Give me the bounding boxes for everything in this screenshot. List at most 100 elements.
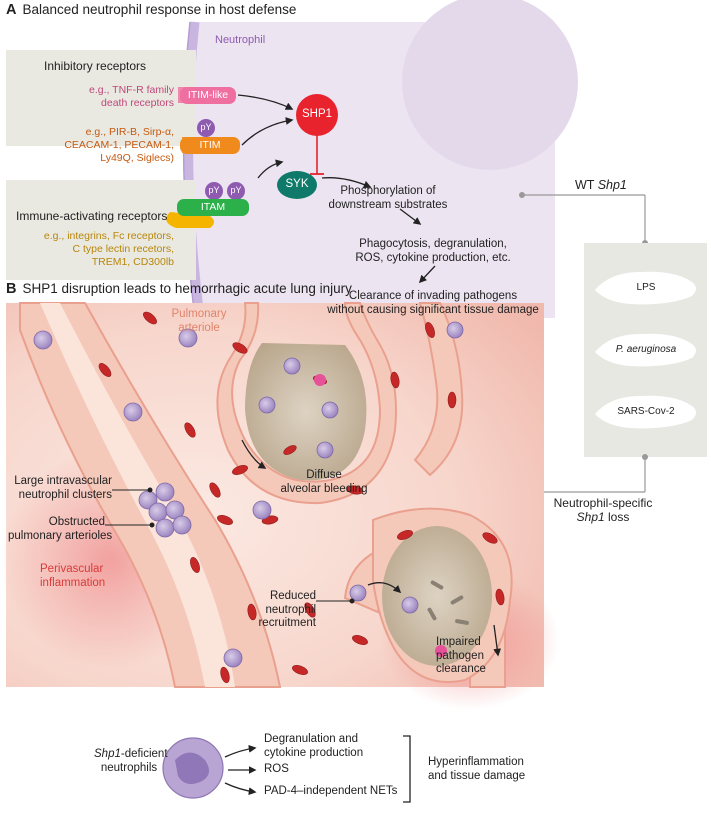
nsl-line-2: Shp1 loss — [548, 509, 658, 525]
ic-line-2: pathogen — [436, 649, 484, 662]
wt-shp1-label: WT Shp1 — [575, 178, 627, 192]
inhibitory-title: Inhibitory receptors — [44, 59, 147, 73]
db-line-2: alveolar bleeding — [280, 482, 368, 495]
step3-line-1: Clearance of invading pathogens — [348, 290, 518, 302]
pa-line-1: Pulmonary — [171, 308, 227, 320]
upper-alveolus — [216, 302, 397, 505]
panel-a-heading: Balanced neutrophil response in host def… — [22, 2, 297, 17]
panel-a-letter: A — [6, 2, 17, 18]
ic-line-3: clearance — [436, 663, 486, 675]
perivascular-label: Perivascular inflammation — [40, 563, 105, 590]
inh-ex-2-line-2: CEACAM-1, PECAM-1, — [64, 139, 174, 151]
obstructed-label: Obstructed pulmonary arterioles — [8, 516, 113, 543]
mouse-sars-cov-2: SARS-Cov-2 — [617, 406, 675, 417]
inh-ex-1-line-2: death receptors — [101, 97, 174, 109]
pulmonary-arteriole-label: Pulmonary arteriole — [164, 307, 234, 335]
shp1-node — [296, 94, 338, 136]
reduced-recruitment-label: Reduced neutrophil recruitment — [246, 590, 316, 631]
syk-node — [277, 171, 317, 199]
itam-ligand — [166, 212, 214, 228]
step3-line-2: without causing significant tissue damag… — [327, 304, 539, 316]
rr-line-2: neutrophil — [265, 603, 316, 616]
py-itim — [197, 119, 215, 137]
itim-like-receptor: ITIM-like — [180, 87, 236, 104]
inh-ex-2-line-3: Ly49Q, Siglecs) — [100, 152, 174, 164]
activating-panel — [6, 180, 196, 280]
py-itim-label: pY — [200, 122, 212, 132]
mouse-lps: LPS — [636, 282, 656, 293]
lc-line-2: neutrophil clusters — [18, 488, 112, 501]
neutrophil-specific-loss-label: Neutrophil-specific Shp1 loss — [548, 496, 658, 525]
py-itam-1 — [205, 182, 223, 200]
inhibitory-examples-2: e.g., PIR-B, Sirp-α, CEACAM-1, PECAM-1, … — [50, 126, 174, 165]
leader-lines — [105, 487, 355, 604]
step-phosphorylation: Phosphorylation of downstream substrates — [318, 184, 458, 212]
signaling-arrows — [237, 94, 436, 284]
bacteria — [427, 580, 469, 625]
dn-line-2: neutrophils — [100, 761, 158, 774]
right-vessel — [413, 302, 464, 477]
nsl-line-1: Neutrophil-specific — [553, 496, 653, 510]
deficient-neutrophil — [162, 737, 224, 799]
dn-line-1: Shp1-deficient — [94, 748, 168, 762]
o1-line-1: Degranulation and — [264, 733, 358, 745]
pathogens — [314, 374, 447, 657]
step-effector: Phagocytosis, degranulation, ROS, cytoki… — [348, 237, 518, 265]
step1-line-1: Phosphorylation of — [340, 185, 436, 197]
ic-line-1: Impaired — [436, 636, 481, 648]
step-clearance: Clearance of invading pathogens without … — [318, 289, 548, 317]
activating-examples: e.g., integrins, Fc receptors, C type le… — [14, 230, 174, 269]
outcome-bracket — [403, 735, 411, 803]
step2-line-2: ROS, cytokine production, etc. — [355, 252, 511, 264]
nucleus — [402, 0, 578, 170]
activating-title: Immune-activating receptors — [16, 209, 168, 223]
itim-receptor: ITIM — [180, 137, 240, 154]
dn-suffix: -deficient — [120, 748, 168, 760]
neutrophil-cell — [182, 0, 578, 319]
o1-line-2: cytokine production — [264, 746, 364, 759]
act-ex-line-3: TREM1, CD300lb — [91, 256, 174, 268]
mouse-silhouettes — [595, 271, 696, 429]
ob-line-1: Obstructed — [48, 516, 105, 528]
red-blood-cells — [98, 311, 505, 684]
outcome-ros: ROS — [264, 763, 289, 775]
inh-ex-2-line-1: e.g., PIR-B, Sirp-α, — [85, 126, 174, 138]
panel-b-letter: B — [6, 281, 17, 297]
panel-a-title: A Balanced neutrophil response in host de… — [6, 2, 296, 18]
step1-line-2: downstream substrates — [328, 199, 448, 211]
pv-line-2: inflammation — [40, 576, 106, 589]
pv-line-1: Perivascular — [40, 563, 104, 575]
neutrophil-label: Neutrophil — [215, 34, 266, 46]
neutrophils — [33, 321, 464, 668]
db-line-1: Diffuse — [306, 469, 342, 481]
deficient-neutrophils-label: Shp1-deficient neutrophils — [94, 748, 168, 775]
impaired-clearance-label: Impaired pathogen clearance — [436, 636, 486, 677]
nsl-suffix: loss — [604, 509, 630, 524]
wt-prefix: WT — [575, 178, 598, 192]
dn-gene: Shp1 — [94, 748, 121, 760]
act-ex-line-1: e.g., integrins, Fc receptors, — [43, 230, 174, 242]
outcome-degranulation: Degranulation and cytokine production — [264, 733, 363, 760]
hyperinflammation-label: Hyperinflammation and tissue damage — [428, 756, 525, 783]
inhibitory-panel — [6, 50, 196, 146]
lc-line-1: Large intravascular — [14, 475, 112, 487]
rr-line-3: recruitment — [258, 617, 316, 629]
py-itam-label-1: pY — [208, 185, 220, 195]
nsl-gene: Shp1 — [576, 509, 605, 524]
inh-ex-1-line-1: e.g., TNF-R family — [89, 84, 174, 96]
act-ex-line-2: C type lectin recetors, — [72, 243, 174, 255]
ob-line-2: pulmonary arterioles — [8, 529, 113, 542]
itam-receptor: ITAM — [177, 199, 249, 216]
panel-b-arrows — [241, 439, 502, 657]
shp1-label: SHP1 — [301, 108, 333, 120]
mouse-p-aeruginosa: P. aeruginosa — [615, 344, 677, 355]
syk-label: SYK — [285, 178, 309, 190]
wt-gene: Shp1 — [597, 178, 627, 192]
large-clusters-label: Large intravascular neutrophil clusters — [8, 475, 112, 502]
py-itam-label-2: pY — [230, 185, 242, 195]
outcome-nets: PAD-4–independent NETs — [264, 785, 398, 797]
step2-line-1: Phagocytosis, degranulation, — [359, 238, 507, 250]
bottom-arrows — [224, 744, 257, 796]
